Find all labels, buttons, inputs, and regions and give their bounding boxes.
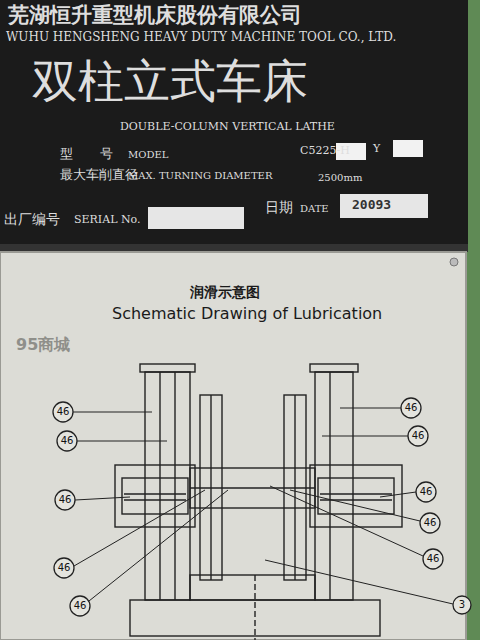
lubrication-plate (0, 252, 466, 640)
field-label-en: DATE (300, 203, 329, 214)
machine-name-en: DOUBLE-COLUMN VERTICAL LATHE (120, 121, 335, 133)
leader-lines (73, 408, 453, 604)
machine-name: 双柱立式车床 (32, 56, 308, 107)
callout-number: 46 (55, 494, 75, 506)
date-value: 20093 (352, 198, 391, 212)
field-label: 型 (60, 147, 73, 161)
masked-field (148, 207, 244, 229)
watermark: 95商城 (16, 336, 70, 354)
plate-title-en: Schematic Drawing of Lubrication (112, 305, 382, 323)
rivet (450, 258, 458, 266)
plate-edge (0, 244, 468, 252)
plate-title: 润滑示意图 (190, 285, 260, 300)
callout-number: 46 (423, 553, 443, 565)
callout-number: 3 (452, 599, 472, 611)
callout-number: 46 (53, 406, 73, 418)
model-value: C5225-H (300, 145, 350, 157)
field-label: 出厂编号 (4, 212, 60, 227)
masked-field (393, 140, 423, 157)
callout-number: 46 (57, 435, 77, 447)
callout-number: 46 (408, 430, 428, 442)
callout-number: 46 (54, 562, 74, 574)
callout-number: 46 (416, 486, 436, 498)
callout-number: 46 (401, 402, 421, 414)
field-label-en: SERIAL No. (74, 214, 141, 226)
field-label-en: MAX. TURNING DIAMETER (128, 170, 272, 181)
model-value: Y (373, 143, 380, 155)
field-label: 最大车削直径 (60, 168, 138, 182)
diameter-value: 2500mm (318, 172, 362, 183)
lathe-drawing (115, 364, 402, 640)
field-label: 号 (100, 147, 113, 161)
callout-circles (53, 398, 471, 616)
field-label-en: MODEL (128, 149, 168, 160)
date-field (340, 194, 428, 218)
company-name: 芜湖恒升重型机床股份有限公司 (8, 3, 302, 26)
company-name-en: WUHU HENGSHENG HEAVY DUTY MACHINE TOOL C… (6, 31, 396, 44)
name-plate (0, 0, 468, 250)
callout-number: 46 (70, 600, 90, 612)
callout-number: 46 (420, 517, 440, 529)
field-label: 日期 (265, 200, 293, 215)
